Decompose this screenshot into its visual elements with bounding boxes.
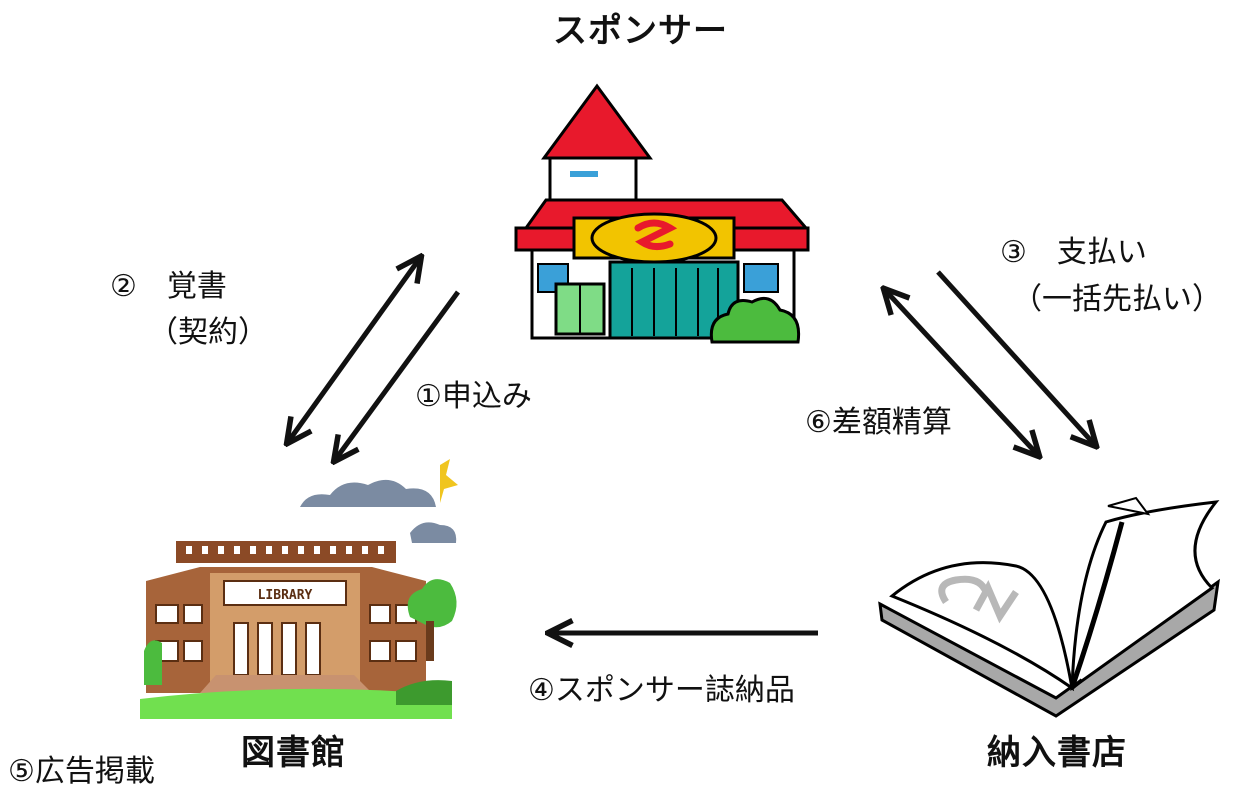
step-3-label: ③ 支払い — [1000, 235, 1147, 270]
sponsor-title: スポンサー — [553, 11, 728, 51]
step-2-sublabel: （契約） — [148, 315, 268, 350]
bookstore-title: 納入書店 — [987, 733, 1127, 773]
library-sign: LIBRARY — [258, 588, 313, 603]
library-title: 図書館 — [241, 733, 346, 773]
arrow-settlement — [885, 290, 1038, 455]
step-1-label: ①申込み — [415, 379, 532, 414]
library-illustration: LIBRARY — [140, 459, 458, 719]
arrow-memorandum — [288, 258, 420, 442]
step-3-sublabel: （一括先払い） — [1012, 282, 1222, 317]
store-illustration — [514, 83, 810, 344]
store-logo-s — [634, 219, 678, 251]
arrow-payment — [936, 270, 1095, 445]
step-4-label: ④スポンサー誌納品 — [528, 673, 795, 708]
step-2-label: ② 覚書 — [110, 269, 227, 304]
step-5-label: ⑤広告掲載 — [8, 754, 155, 789]
arrow-application — [335, 290, 461, 460]
open-book-illustration — [878, 496, 1220, 718]
